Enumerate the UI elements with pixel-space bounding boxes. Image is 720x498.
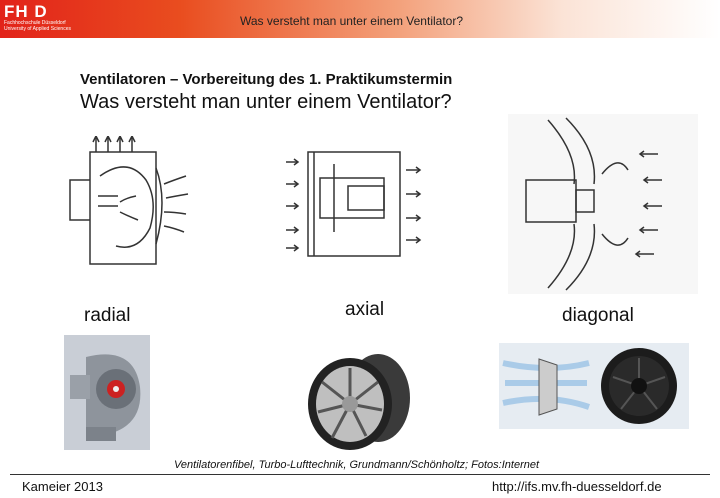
header-bar: FH D Fachhochschule Düsseldorf Universit… bbox=[0, 0, 720, 38]
footer-author: Kameier 2013 bbox=[22, 479, 103, 494]
slide-heading-bold: Ventilatoren – Vorbereitung des 1. Prakt… bbox=[80, 71, 453, 88]
logo-line2: University of Applied Sciences bbox=[4, 26, 71, 32]
label-radial: radial bbox=[84, 305, 131, 326]
label-axial: axial bbox=[345, 299, 385, 320]
axial-fan-diagram bbox=[286, 151, 422, 257]
logo-mark: FH D bbox=[4, 2, 48, 21]
image-caption: Ventilatorenfibel, Turbo-Lufttechnik, Gr… bbox=[174, 459, 540, 471]
label-diagonal: diagonal bbox=[562, 305, 634, 326]
logo-line1: Fachhochschule Düsseldorf bbox=[4, 20, 66, 26]
axial-fan-photo bbox=[304, 348, 416, 454]
radial-fan-photo bbox=[64, 335, 150, 450]
diagonal-fan-diagram bbox=[508, 114, 698, 294]
radial-fan-diagram bbox=[69, 136, 189, 265]
diagonal-fan-photo bbox=[499, 343, 689, 429]
footer-url[interactable]: http://ifs.mv.fh-duesseldorf.de bbox=[492, 479, 662, 494]
slide-heading: Was versteht man unter einem Ventilator? bbox=[80, 91, 452, 113]
header-title: Was versteht man unter einem Ventilator? bbox=[240, 14, 463, 28]
fhd-logo: FH D Fachhochschule Düsseldorf Universit… bbox=[4, 3, 80, 37]
footer-divider bbox=[10, 474, 710, 475]
